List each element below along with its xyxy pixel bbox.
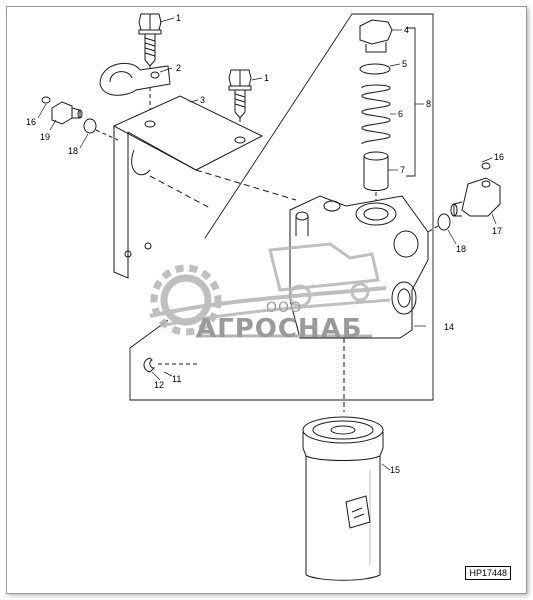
plug-4 <box>359 19 393 53</box>
callout-7: 7 <box>400 165 405 175</box>
callout-16-left: 16 <box>26 117 36 127</box>
filter-head <box>289 195 429 339</box>
callout-1-middle: 1 <box>264 73 269 83</box>
o-ring-5 <box>359 63 391 75</box>
o-ring-18-right <box>437 213 451 231</box>
bolt-1-left <box>138 13 162 67</box>
callout-15: 15 <box>390 465 400 475</box>
callout-12: 12 <box>154 380 164 390</box>
callout-18-left: 18 <box>68 146 78 156</box>
filter-15 <box>302 416 384 581</box>
callout-leaders <box>37 17 497 471</box>
bolt-1-middle <box>228 69 252 119</box>
bracket-3 <box>112 95 264 279</box>
callout-6: 6 <box>398 109 403 119</box>
fitting-19 <box>51 101 83 125</box>
snap-12 <box>143 357 156 373</box>
callout-19: 19 <box>40 132 50 142</box>
assembly-outline <box>129 13 434 401</box>
spring-6 <box>361 84 391 145</box>
watermark-company: АГРОСНАБ <box>196 314 363 344</box>
callout-2: 2 <box>176 63 181 73</box>
callout-1-top: 1 <box>176 13 181 23</box>
callout-5: 5 <box>402 59 407 69</box>
watermark-logo-mark <box>149 242 391 336</box>
callout-8: 8 <box>426 99 431 109</box>
fitting-17 <box>450 177 501 217</box>
callout-11: 11 <box>172 374 181 384</box>
clamp-2 <box>99 62 171 96</box>
o-ring-16-right <box>481 162 491 170</box>
leader-fitting-17 <box>427 225 439 233</box>
reference-code: HP17448 <box>465 566 511 580</box>
o-ring-16-left <box>41 96 51 104</box>
watermark-prefix: ООО <box>266 300 303 316</box>
group-bracket-8 <box>406 27 416 177</box>
callout-14: 14 <box>444 322 454 332</box>
valve-7 <box>363 151 389 191</box>
callout-3: 3 <box>200 95 205 105</box>
callout-18-right: 18 <box>456 244 466 254</box>
o-ring-18-left <box>83 118 97 134</box>
callout-4: 4 <box>404 25 409 35</box>
callout-16-right: 16 <box>494 152 504 162</box>
bracket-hidden-edges <box>149 169 297 209</box>
assembly-outline-diagonal <box>204 13 353 239</box>
callout-17: 17 <box>492 226 502 236</box>
